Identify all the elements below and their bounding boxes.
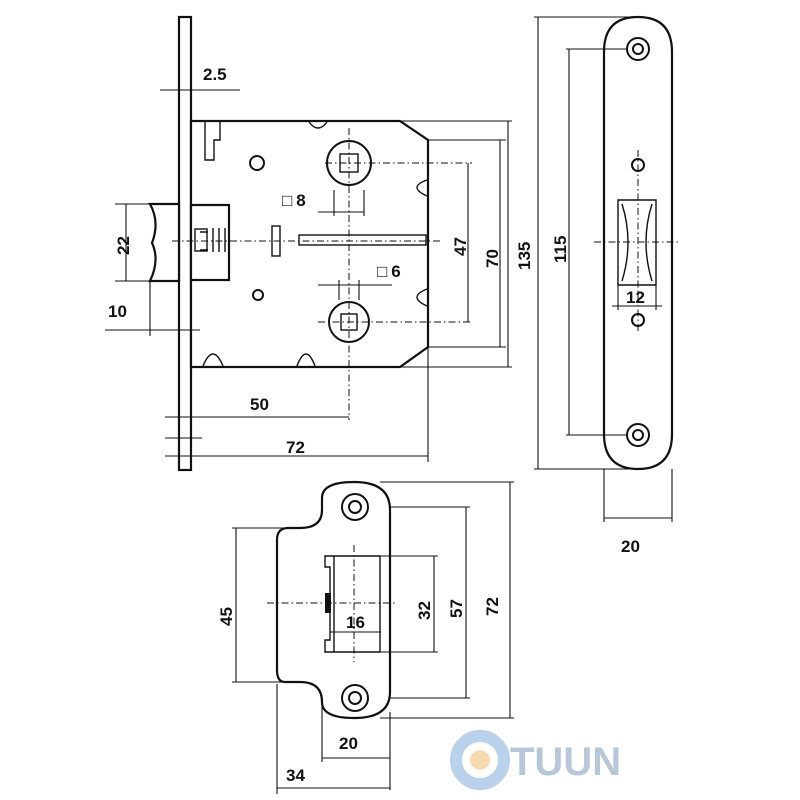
case-screw-hole-top <box>249 155 265 171</box>
strike-plate-view: 45 16 32 57 72 20 34 <box>217 480 514 794</box>
dim-screw-spacing: 115 <box>551 236 570 263</box>
dim-latch-height: 22 <box>114 236 133 255</box>
case-notch-right-top <box>416 179 428 197</box>
watermark-text: TUUN <box>510 740 621 784</box>
lock-body-dimensions: 2.5 22 10 □8 □6 47 70 135 <box>105 65 534 462</box>
dim-strike-depth: 16 <box>346 613 365 632</box>
dim-strike-outer: 57 <box>447 599 466 618</box>
case-screw-hole-bottom <box>252 289 264 301</box>
watermark-logo-ring <box>450 730 510 790</box>
dim-strike-total-width: 34 <box>286 766 305 785</box>
case-notch-right-bottom <box>416 288 428 307</box>
dim-body-depth: 72 <box>286 438 305 457</box>
dim-strike-opening-height: 45 <box>217 607 236 626</box>
faceplate-front-view: 115 12 20 <box>534 15 680 556</box>
dim-faceplate-length: 135 <box>515 242 534 270</box>
case-notch-top-left <box>204 122 221 161</box>
dim-latch-opening-width: 12 <box>626 288 645 307</box>
lock-body-view <box>148 15 472 472</box>
case-slider-bar <box>298 234 427 246</box>
faceplate-side <box>177 15 193 472</box>
case-notch-top-mid <box>308 121 328 129</box>
latch-housing <box>189 203 231 282</box>
dim-strike-length: 72 <box>483 597 502 616</box>
dim-square-lower: □6 <box>377 262 401 281</box>
latch-rod <box>194 228 208 252</box>
dim-strike-inner: 32 <box>415 601 434 620</box>
dim-latch-projection: 10 <box>108 302 127 321</box>
dim-strike-width: 20 <box>339 734 358 753</box>
dim-faceplate-width: 20 <box>621 537 640 556</box>
dim-faceplate-thickness: 2.5 <box>203 65 227 84</box>
strike-latch-pocket <box>324 555 381 653</box>
tuun-watermark: TUUN <box>450 730 621 790</box>
dim-spindle-to-lower: 70 <box>483 249 502 268</box>
latch-tongue <box>148 202 181 283</box>
case-notch-bottom-left <box>202 353 224 367</box>
dim-bolt-spacing: 47 <box>451 237 470 256</box>
dim-backset: 50 <box>250 395 269 414</box>
latch-spring <box>200 228 226 252</box>
case-notch-bottom-mid <box>296 353 316 367</box>
dim-square-spindle: □8 <box>282 191 306 210</box>
